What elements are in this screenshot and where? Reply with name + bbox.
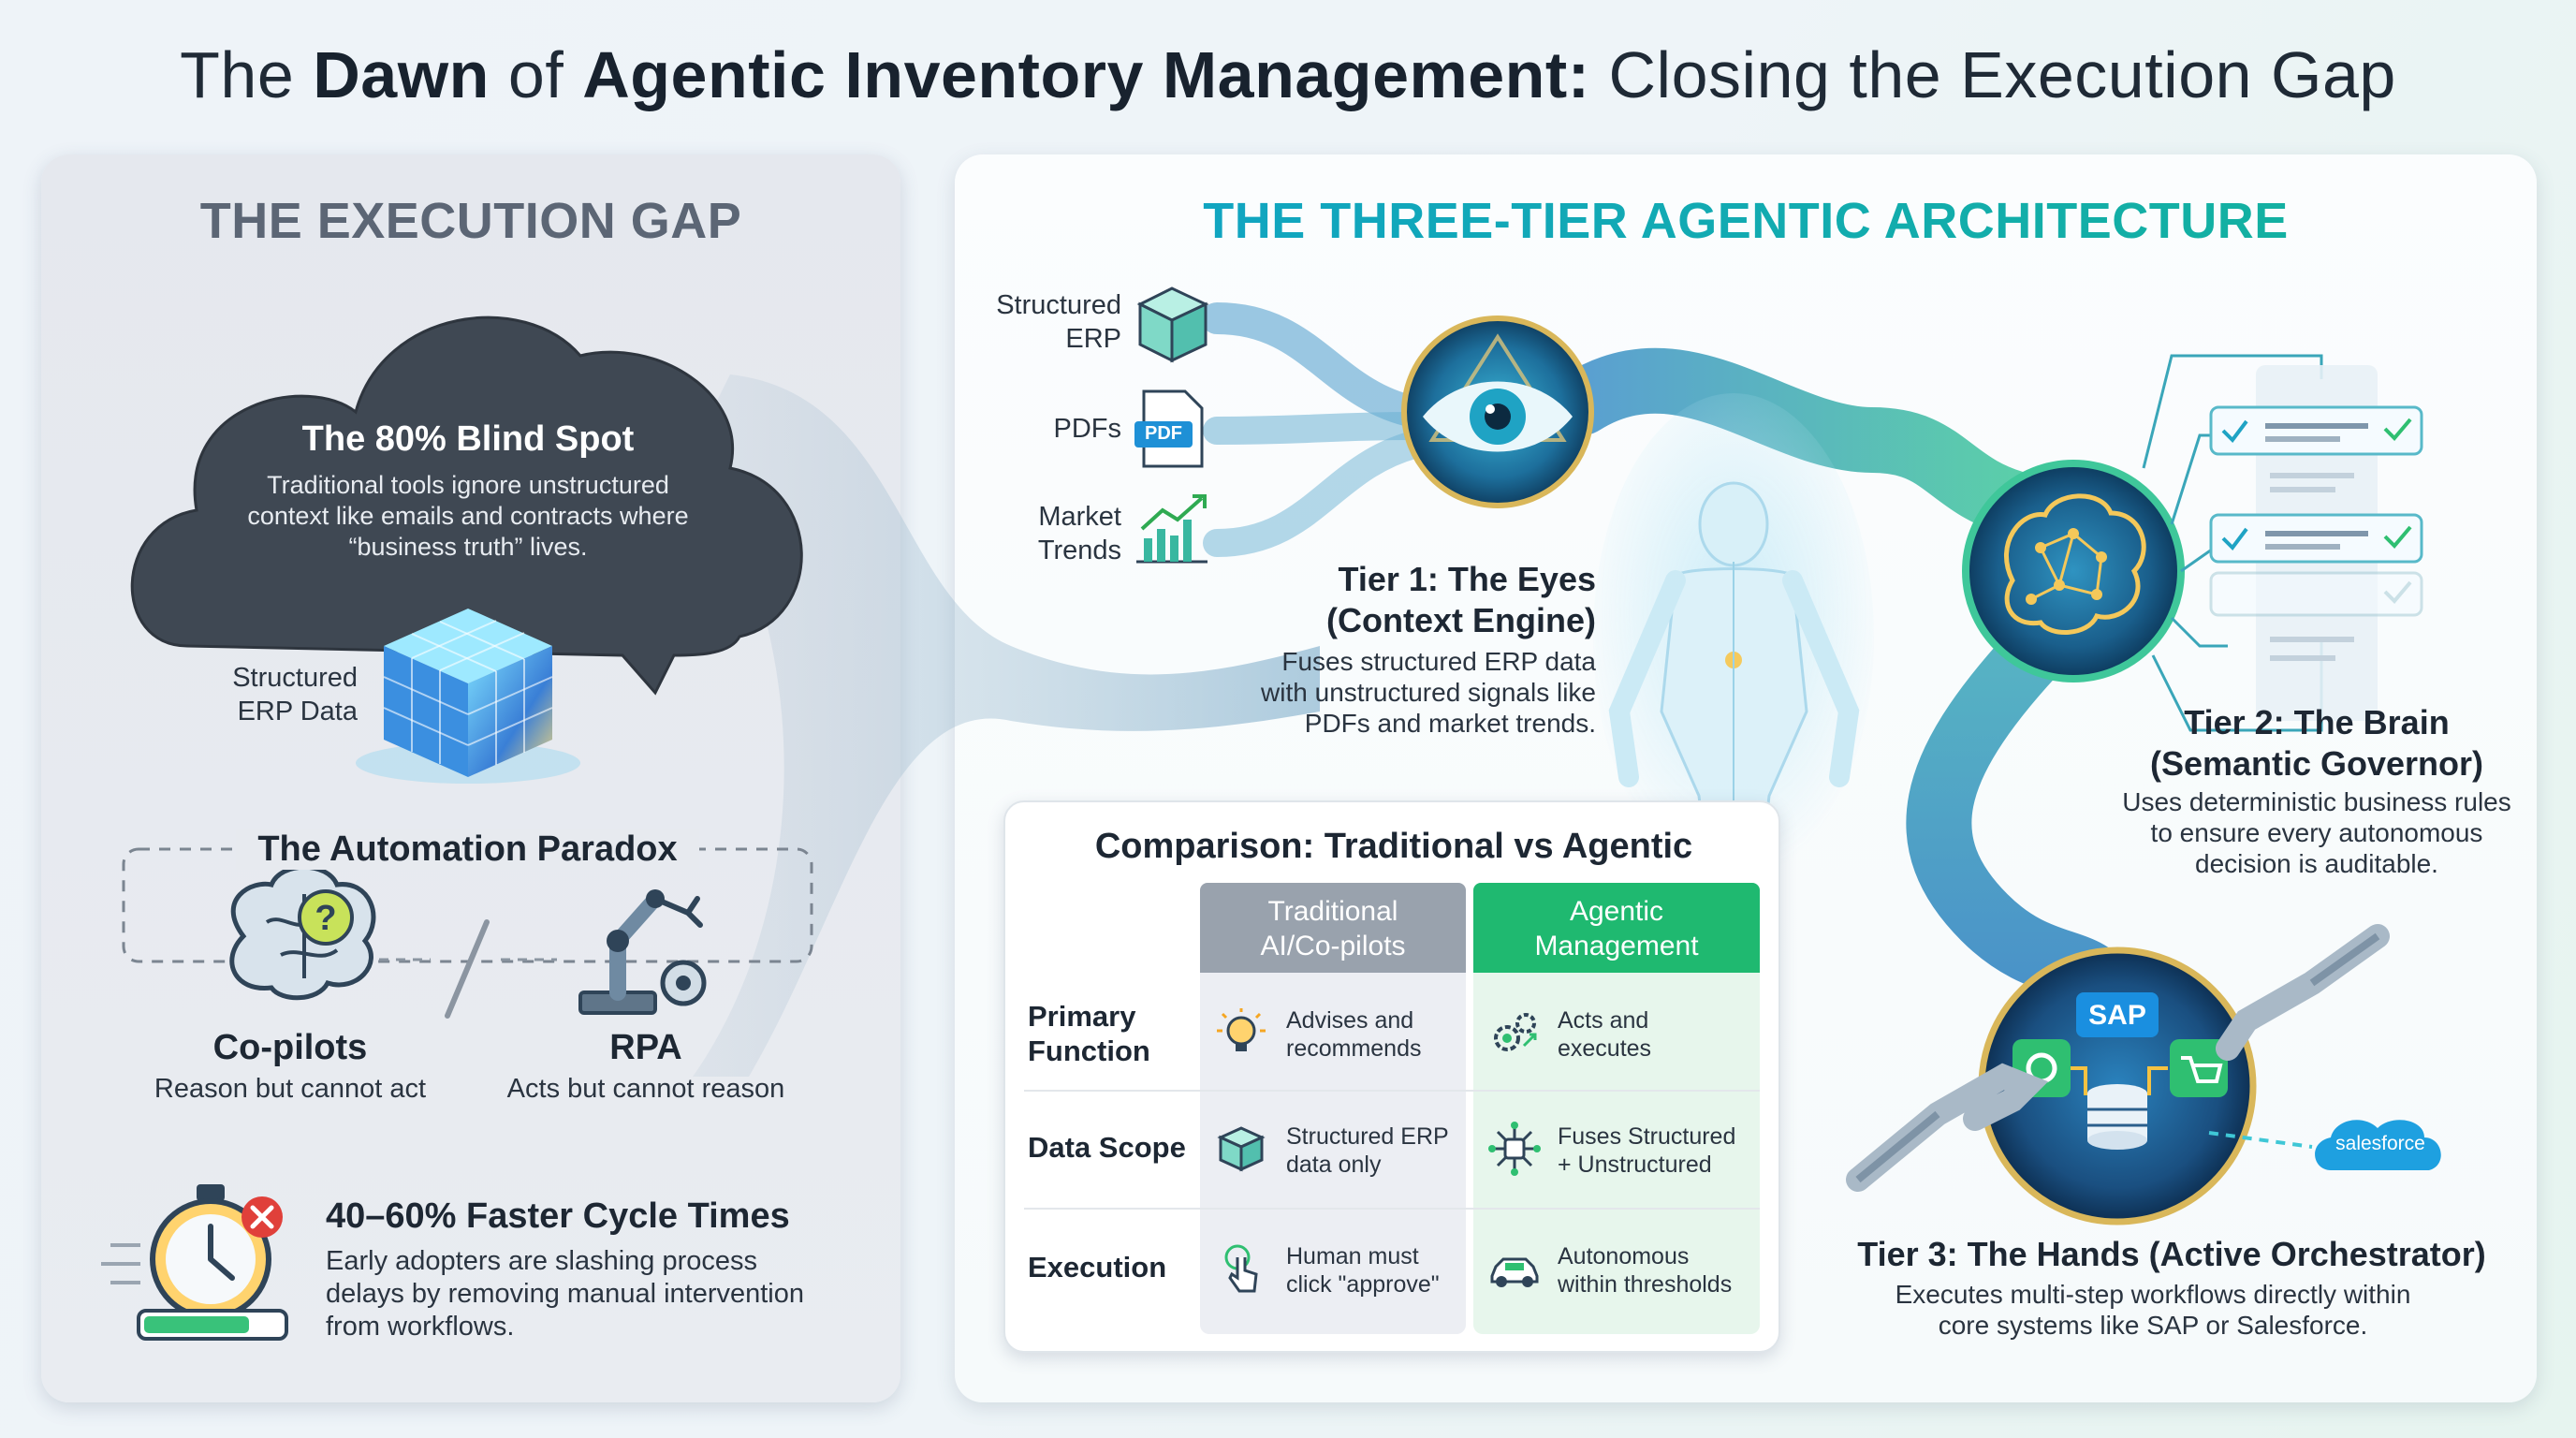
structured-erp-data-label: Structured ERP Data — [232, 663, 358, 726]
rpa-name: RPA — [609, 1028, 682, 1067]
gears-icon — [1494, 1013, 1537, 1051]
brain-icon — [1962, 460, 2185, 682]
copilot-brain-icon: ? — [229, 864, 376, 1001]
lightbulb-icon — [1217, 1008, 1266, 1051]
tier2-text: Uses deterministic business rules to ens… — [2122, 787, 2511, 878]
tier1-heading: Tier 1: The Eyes (Context Engine) — [1326, 560, 1596, 639]
cycle-times-text: Early adopters are slashing process dela… — [326, 1246, 804, 1342]
sap-logo: SAP — [2088, 1000, 2146, 1031]
architecture-title: THE THREE-TIER AGENTIC ARCHITECTURE — [955, 192, 2537, 250]
svg-text:?: ? — [315, 899, 336, 938]
row2-agentic: Fuses Structured + Unstructured — [1558, 1123, 1736, 1178]
rpa-desc: Acts but cannot reason — [506, 1074, 785, 1104]
input-pdfs-label: PDFs — [1053, 414, 1122, 444]
eye-icon — [1401, 315, 1594, 508]
row3-agentic: Autonomous within thresholds — [1558, 1243, 1733, 1298]
human-figure-illustration — [1593, 393, 1874, 882]
cycle-times-heading: 40–60% Faster Cycle Times — [326, 1196, 790, 1236]
comparison-table: Comparison: Traditional vs Agentic Tradi… — [1003, 800, 1780, 1353]
row-execution-label: Execution — [1028, 1251, 1167, 1284]
car-icon — [1490, 1257, 1539, 1287]
erp-data-cube-icon — [356, 609, 580, 784]
structured-erp-cube-icon — [1136, 286, 1209, 363]
pdf-icon — [1134, 389, 1204, 468]
cube-icon — [1217, 1126, 1266, 1172]
traditional-column-header: Traditional AI/Co-pilots — [1200, 883, 1466, 973]
pdf-badge-label: PDF — [1145, 423, 1182, 444]
tier2-heading: Tier 2: The Brain (Semantic Governor) — [2149, 703, 2484, 783]
row3-traditional: Human must click "approve" — [1286, 1243, 1440, 1298]
rpa-robot-arm-icon — [578, 889, 707, 1015]
tier3-text: Executes multi-step workflows directly w… — [1895, 1280, 2411, 1340]
salesforce-logo-text: salesforce — [2335, 1133, 2425, 1154]
audit-checklist-icon — [2142, 354, 2423, 732]
blind-spot-heading: The 80% Blind Spot — [301, 419, 635, 459]
database-icon — [2087, 1084, 2147, 1150]
market-trends-chart-icon — [1136, 494, 1208, 564]
copilots-desc: Reason but cannot act — [154, 1074, 427, 1104]
row-data-scope-label: Data Scope — [1028, 1131, 1186, 1164]
stopwatch-icon — [101, 1184, 288, 1341]
blind-spot-cloud — [130, 315, 803, 696]
network-icon — [1488, 1122, 1541, 1176]
agentic-column-header: Agentic Management — [1473, 883, 1760, 973]
input-structured-erp-label: Structured ERP — [996, 290, 1121, 354]
input-market-trends-label: Market Trends — [1037, 502, 1121, 565]
blind-spot-text: Traditional tools ignore unstructured co… — [247, 471, 689, 561]
page-title: The Dawn of Agentic Inventory Management… — [180, 38, 2396, 111]
row1-agentic: Acts and executes — [1558, 1007, 1652, 1062]
copilots-name: Co-pilots — [212, 1028, 368, 1067]
row1-traditional: Advises and recommends — [1286, 1007, 1422, 1062]
salesforce-logo — [2208, 1120, 2441, 1170]
row2-traditional: Structured ERP data only — [1286, 1123, 1449, 1178]
row-primary-function-label: Primary Function — [1028, 1000, 1150, 1067]
comparison-title: Comparison: Traditional vs Agentic — [1094, 827, 1693, 866]
execution-gap-title: THE EXECUTION GAP — [199, 193, 742, 249]
touch-icon — [1224, 1244, 1258, 1293]
tier3-heading: Tier 3: The Hands (Active Orchestrator) — [1857, 1235, 2486, 1273]
robot-hand-icon — [1846, 924, 2390, 1192]
tier1-text: Fuses structured ERP data with unstructu… — [1261, 647, 1596, 738]
automation-paradox-heading: The Automation Paradox — [236, 829, 699, 870]
